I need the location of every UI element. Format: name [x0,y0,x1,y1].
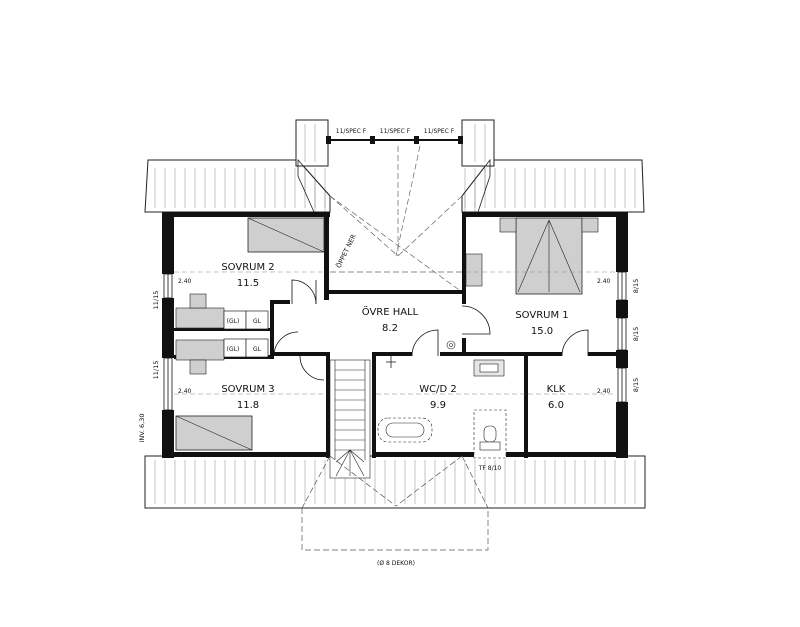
gl-lower-left: (GL) [227,346,240,353]
desk-upper [175,293,225,329]
top-window-strip [326,136,463,144]
wardrobe-sovrum-1 [465,253,483,287]
sovrum-1-height: 2.40 [597,278,611,285]
window-top-3: 11/SPEC F [424,128,455,135]
roof-top-right [461,159,645,213]
sovrum-3-height: 2.40 [178,388,192,395]
klk-height: 2.40 [597,388,611,395]
open-to-below-lines [329,145,463,293]
tf-label: TF 8/10 [478,465,502,472]
bed-sovrum-3 [175,415,253,451]
roof-bottom [144,455,646,509]
window-top-1: 11/SPEC F [336,128,367,135]
window-left-lower: 11/15 [152,361,160,380]
bed-sovrum-2 [247,217,325,253]
klk-name: KLK [547,384,566,395]
wcd-2-name: WC/D 2 [419,384,456,395]
ovre-hall-name: ÖVRE HALL [362,305,419,318]
window-left-upper: 11/15 [152,291,160,310]
gl-boxes [223,310,269,358]
ovre-hall-area: 8.2 [382,323,398,334]
dormer-posts [295,119,495,213]
door-swings [273,279,589,381]
floor-drain-icon [446,340,456,350]
wcd-2-area: 9.9 [430,400,446,411]
bed-sovrum-1 [499,217,599,295]
window-right-1: 8/15 [632,279,640,294]
sovrum-1-area: 15.0 [531,326,553,337]
side-windows [163,271,627,411]
height-lines [174,271,616,395]
desk-lower [175,339,225,375]
gl-upper-left: (GL) [227,318,240,325]
open-below-label: ÖPPET NER [334,232,358,269]
window-top-2: 11/SPEC F [380,128,411,135]
roof-top-left [144,159,331,213]
sovrum-3-area: 11.8 [237,400,259,411]
staircase [329,359,371,479]
sovrum-1-name: SOVRUM 1 [515,310,568,321]
window-right-3: 8/15 [632,378,640,393]
decor-outline [301,455,489,551]
klk-area: 6.0 [548,400,564,411]
sovrum-2-area: 11.5 [237,278,259,289]
bathroom-fixtures [377,359,507,459]
sovrum-2-name: SOVRUM 2 [221,262,274,273]
gl-lower-right: GL [253,346,262,353]
smoke-detector-icon [386,356,396,368]
decor-label: (Ø 8 DEKOR) [377,560,415,567]
sovrum-2-height: 2.40 [178,278,192,285]
sovrum-3-name: SOVRUM 3 [221,384,274,395]
window-right-2: 8/15 [632,327,640,342]
gl-upper-right: GL [253,318,262,325]
inv-label: INV. 6,30 [138,414,146,443]
